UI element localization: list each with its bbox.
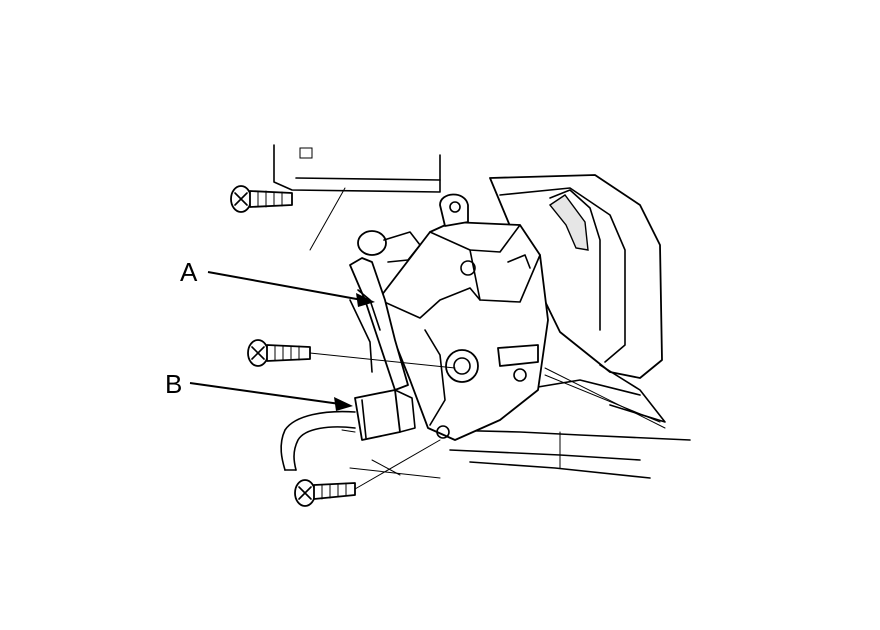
actuator-motor bbox=[377, 193, 549, 441]
callout-label-a: A bbox=[180, 257, 198, 287]
callout-arrow-a bbox=[207, 271, 375, 307]
callout-arrow-b bbox=[189, 382, 353, 411]
housing-bracket bbox=[273, 144, 441, 251]
callout-label-b: B bbox=[165, 369, 182, 399]
screw-lower bbox=[294, 439, 441, 507]
wire-harness bbox=[280, 410, 356, 471]
screw-upper bbox=[230, 185, 293, 213]
base-plate bbox=[349, 429, 691, 479]
actuator-arm bbox=[349, 230, 421, 391]
screw-middle bbox=[247, 339, 456, 369]
connector bbox=[354, 389, 416, 441]
